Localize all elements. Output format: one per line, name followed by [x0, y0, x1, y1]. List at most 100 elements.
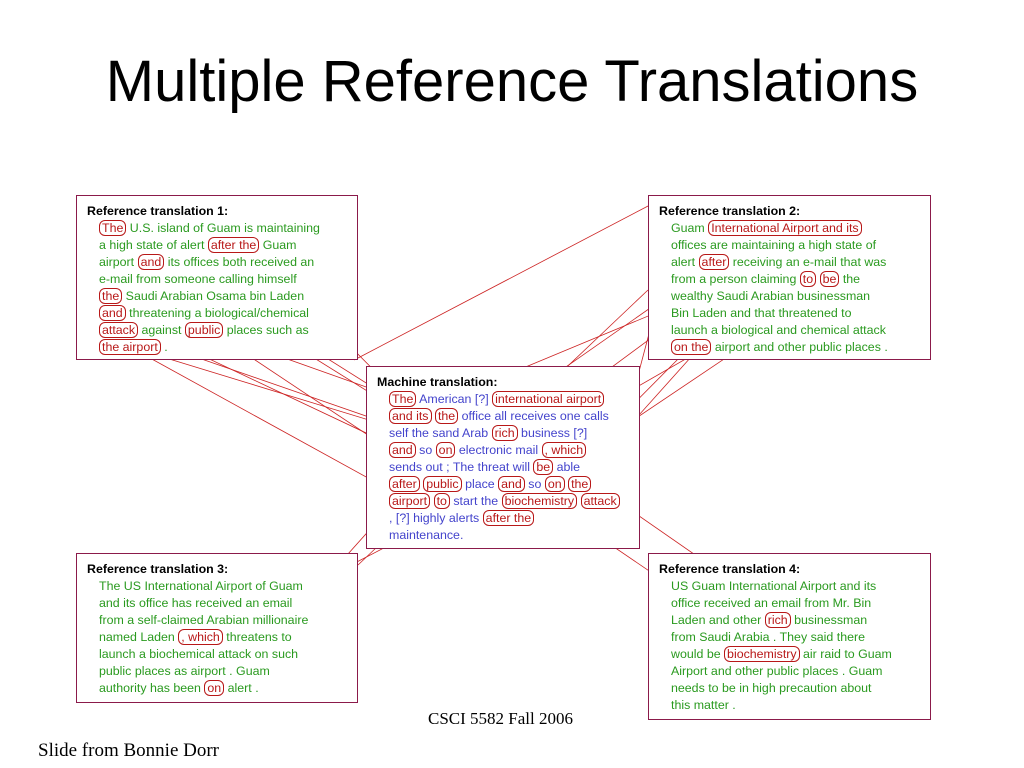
text-segment: launch a biological and chemical attack [671, 323, 886, 337]
reference-translation-4-box: Reference translation 4: US Guam Interna… [648, 553, 931, 720]
machine-translation-box: Machine translation: The American [?] in… [366, 366, 640, 549]
text-segment: would be [671, 647, 725, 661]
text-segment: Airport and other public places . Guam [671, 664, 883, 678]
text-line: Laden and other rich businessman [671, 612, 920, 629]
text-segment: threatening a biological/chemical [125, 306, 309, 320]
text-segment: airport [99, 255, 138, 269]
aligned-word: international airport [492, 391, 605, 407]
text-segment: threatens to [222, 630, 292, 644]
aligned-word: after the [207, 237, 260, 253]
aligned-word: and [99, 305, 126, 321]
text-line: would be biochemistry air raid to Guam [671, 646, 920, 663]
text-segment: receiving an e-mail that was [729, 255, 887, 269]
text-segment: Laden and other [671, 613, 765, 627]
aligned-word: rich [491, 425, 518, 441]
text-line: on the airport and other public places . [671, 339, 920, 356]
text-segment: alert . [224, 681, 259, 695]
translation-text: US Guam International Airport and its off… [659, 578, 920, 714]
text-segment: U.S. island of Guam is maintaining [126, 221, 320, 235]
aligned-word: on [544, 476, 565, 492]
text-segment: offices are maintaining a high state of [671, 238, 877, 252]
text-line: , [?] highly alerts after the [389, 510, 629, 527]
text-line: Airport and other public places . Guam [671, 663, 920, 680]
box-header: Reference translation 2: [659, 204, 801, 218]
text-line: airport and its offices both received an [99, 254, 347, 271]
text-segment: launch a biochemical attack on such [99, 647, 299, 661]
aligned-word: and [389, 442, 416, 458]
aligned-word: on [435, 442, 456, 458]
text-segment: a high state of alert [99, 238, 208, 252]
aligned-word: to [799, 271, 817, 287]
box-header: Reference translation 1: [87, 204, 229, 218]
box-header: Reference translation 4: [659, 562, 801, 576]
text-segment: . [160, 340, 168, 354]
aligned-word: be [533, 459, 554, 475]
text-line: and its the office all receives one call… [389, 408, 629, 425]
text-line: the Saudi Arabian Osama bin Laden [99, 288, 347, 305]
aligned-word: after [389, 476, 420, 492]
text-segment: against [138, 323, 185, 337]
text-line: The US International Airport of Guam [99, 578, 347, 595]
text-line: launch a biological and chemical attack [671, 322, 920, 339]
text-line: from a person claiming to be the [671, 271, 920, 288]
text-line: office received an email from Mr. Bin [671, 595, 920, 612]
text-segment: US Guam International Airport and its [671, 579, 877, 593]
text-line: Bin Laden and that threatened to [671, 305, 920, 322]
text-segment: the [839, 272, 861, 286]
text-segment: named Laden [99, 630, 179, 644]
text-segment: able [553, 460, 581, 474]
text-line: and threatening a biological/chemical [99, 305, 347, 322]
text-line: public places as airport . Guam [99, 663, 347, 680]
text-segment: start the [449, 494, 502, 508]
text-line: airport to start the biochemistry attack [389, 493, 629, 510]
text-line: and its office has received an email [99, 595, 347, 612]
aligned-word: on [204, 680, 225, 696]
aligned-word: be [819, 271, 840, 287]
reference-translation-3-box: Reference translation 3: The US Internat… [76, 553, 358, 703]
text-segment: air raid to Guam [799, 647, 892, 661]
text-line: alert after receiving an e-mail that was [671, 254, 920, 271]
text-line: after public place and so on the [389, 476, 629, 493]
aligned-word: and [137, 254, 165, 270]
text-segment: Guam [259, 238, 297, 252]
aligned-word: the [568, 476, 592, 492]
text-line: e-mail from someone calling himself [99, 271, 347, 288]
aligned-word: public [423, 476, 462, 492]
text-segment: Saudi Arabian Osama bin Laden [122, 289, 305, 303]
text-line: needs to be in high precaution about [671, 680, 920, 697]
text-line: named Laden , which threatens to [99, 629, 347, 646]
text-line: and so on electronic mail , which [389, 442, 629, 459]
text-segment: and its office has received an email [99, 596, 293, 610]
text-segment: wealthy Saudi Arabian businessman [671, 289, 871, 303]
aligned-word: The [389, 391, 417, 407]
aligned-word: rich [764, 612, 791, 628]
text-line: maintenance. [389, 527, 629, 544]
text-segment: from Saudi Arabia . They said there [671, 630, 865, 644]
aligned-word: , which [541, 442, 587, 458]
text-line: this matter . [671, 697, 920, 714]
aligned-word: the [99, 288, 123, 304]
aligned-word: public [184, 322, 224, 338]
text-segment: from a person claiming [671, 272, 800, 286]
aligned-word: biochemistry [724, 646, 800, 662]
aligned-word: the airport [99, 339, 161, 355]
text-segment: Bin Laden and that threatened to [671, 306, 852, 320]
aligned-word: airport [389, 493, 431, 509]
text-segment: so [415, 443, 436, 457]
text-segment: Guam [671, 221, 709, 235]
text-line: attack against public places such as [99, 322, 347, 339]
text-segment: this matter . [671, 698, 736, 712]
text-line: US Guam International Airport and its [671, 578, 920, 595]
slide-title: Multiple Reference Translations [105, 49, 919, 114]
text-segment: place [461, 477, 499, 491]
aligned-word: the [434, 408, 459, 424]
text-line: offices are maintaining a high state of [671, 237, 920, 254]
text-line: authority has been on alert . [99, 680, 347, 697]
text-segment: self the sand Arab [389, 426, 492, 440]
aligned-word: after the [482, 510, 535, 526]
text-line: The U.S. island of Guam is maintaining [99, 220, 347, 237]
aligned-word: on the [671, 339, 712, 355]
text-segment: so [524, 477, 545, 491]
